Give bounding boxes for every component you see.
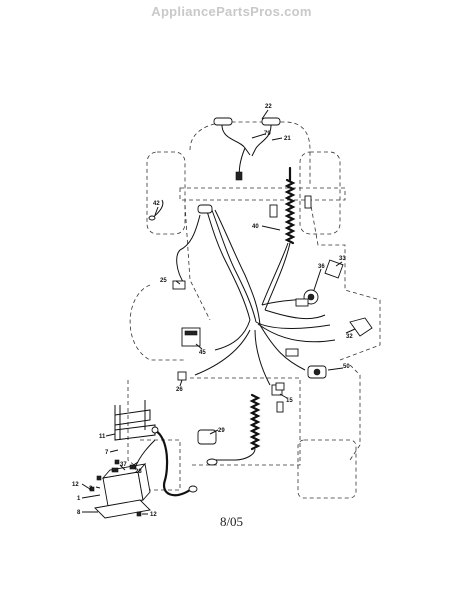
watermark: AppliancePartsPros.com [151,4,312,19]
headlight-harness [213,117,281,181]
callout-21: 21 [284,136,291,142]
callout-15: 15 [286,398,293,404]
callout-2: 2 [89,486,93,492]
callout-79: 79 [264,131,271,137]
callout-42: 42 [153,201,160,207]
callout-45: 45 [199,350,206,356]
main-harness-coil [261,166,296,311]
callout-28: 28 [135,469,142,475]
callout-11: 11 [99,434,106,440]
callout-37: 37 [120,462,127,468]
components [148,195,373,466]
callout-8: 8 [77,510,81,516]
callout-50: 50 [343,364,350,370]
callout-32: 32 [346,334,353,340]
callout-40: 40 [252,224,259,230]
callout-12-right: 12 [150,512,157,518]
chassis-outline [127,121,381,499]
callout-labels: 22 79 21 42 40 36 33 25 32 45 50 26 15 2… [72,104,353,518]
callout-29: 29 [218,428,225,434]
callout-12-left: 12 [72,482,79,488]
callout-25: 25 [160,278,167,284]
callout-36: 36 [318,264,325,270]
battery-assembly [89,400,198,519]
date-code: 8/05 [219,514,244,529]
callout-26: 26 [176,387,183,393]
callout-1: 1 [77,496,81,502]
callout-33: 33 [339,256,346,262]
callout-7: 7 [105,450,109,456]
leader-lines [81,109,356,515]
callout-22: 22 [265,104,272,110]
